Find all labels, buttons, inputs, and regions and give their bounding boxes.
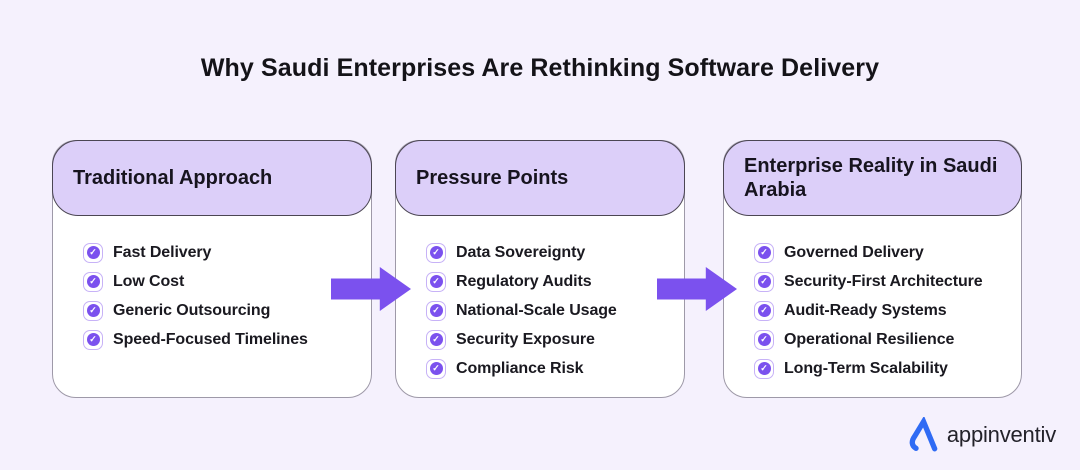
list-item: ✓ Fast Delivery	[83, 238, 365, 267]
check-glyph: ✓	[429, 333, 443, 346]
list-item-label: Low Cost	[113, 272, 185, 290]
list-item: ✓ Security Exposure	[426, 325, 678, 354]
appinventiv-logo: appinventiv	[908, 414, 1056, 456]
check-icon: ✓	[83, 242, 103, 263]
list-item: ✓ Speed-Focused Timelines	[83, 325, 365, 354]
list-item-label: Generic Outsourcing	[113, 301, 271, 319]
check-glyph: ✓	[757, 246, 771, 259]
list-item-label: Compliance Risk	[456, 359, 584, 377]
check-icon: ✓	[83, 271, 103, 292]
list-item: ✓ Operational Resilience	[754, 325, 1015, 354]
list-item: ✓ Compliance Risk	[426, 354, 678, 383]
list-item-label: Security-First Architecture	[784, 272, 983, 290]
check-glyph: ✓	[757, 275, 771, 288]
check-glyph: ✓	[757, 362, 771, 375]
check-glyph: ✓	[429, 362, 443, 375]
card-list: ✓ Governed Delivery ✓ Security-First Arc…	[754, 238, 1015, 383]
list-item: ✓ Security-First Architecture	[754, 267, 1015, 296]
check-icon: ✓	[426, 329, 446, 350]
list-item-label: Fast Delivery	[113, 243, 212, 261]
list-item: ✓ Generic Outsourcing	[83, 296, 365, 325]
card-title: Enterprise Reality in Saudi Arabia	[744, 154, 998, 201]
card-list: ✓ Data Sovereignty ✓ Regulatory Audits ✓…	[426, 238, 678, 383]
list-item: ✓ Regulatory Audits	[426, 267, 678, 296]
check-glyph: ✓	[86, 333, 100, 346]
list-item: ✓ Low Cost	[83, 267, 365, 296]
appinventiv-logo-mark-icon	[909, 417, 938, 452]
card-traditional-approach: Traditional Approach ✓ Fast Delivery ✓ L…	[52, 140, 372, 398]
check-icon: ✓	[754, 271, 774, 292]
list-item: ✓ Audit-Ready Systems	[754, 296, 1015, 325]
page-title: Why Saudi Enterprises Are Rethinking Sof…	[200, 54, 880, 82]
list-item-label: Governed Delivery	[784, 243, 924, 261]
list-item-label: Data Sovereignty	[456, 243, 586, 261]
list-item: ✓ Long-Term Scalability	[754, 354, 1015, 383]
check-glyph: ✓	[429, 304, 443, 317]
card-title: Pressure Points	[416, 166, 569, 189]
check-icon: ✓	[426, 242, 446, 263]
check-glyph: ✓	[429, 246, 443, 259]
check-glyph: ✓	[86, 275, 100, 288]
check-icon: ✓	[426, 358, 446, 379]
list-item-label: Speed-Focused Timelines	[113, 330, 308, 348]
list-item-label: National-Scale Usage	[456, 301, 617, 319]
check-glyph: ✓	[86, 246, 100, 259]
card-list: ✓ Fast Delivery ✓ Low Cost ✓ Generic Out…	[83, 238, 365, 354]
card-header: Pressure Points	[395, 140, 685, 216]
list-item-label: Long-Term Scalability	[784, 359, 948, 377]
check-icon: ✓	[426, 271, 446, 292]
appinventiv-logo-text: appinventiv	[946, 422, 1056, 447]
check-glyph: ✓	[86, 304, 100, 317]
card-title: Traditional Approach	[73, 166, 273, 189]
check-icon: ✓	[83, 329, 103, 350]
card-enterprise-reality: Enterprise Reality in Saudi Arabia ✓ Gov…	[723, 140, 1022, 398]
card-header: Traditional Approach	[52, 140, 372, 216]
card-pressure-points: Pressure Points ✓ Data Sovereignty ✓ Reg…	[395, 140, 685, 398]
card-header: Enterprise Reality in Saudi Arabia	[723, 140, 1022, 216]
list-item-label: Security Exposure	[456, 330, 595, 348]
list-item: ✓ Governed Delivery	[754, 238, 1015, 267]
list-item-label: Operational Resilience	[784, 330, 955, 348]
list-item: ✓ Data Sovereignty	[426, 238, 678, 267]
list-item-label: Audit-Ready Systems	[784, 301, 947, 319]
check-icon: ✓	[754, 358, 774, 379]
check-icon: ✓	[754, 300, 774, 321]
check-glyph: ✓	[757, 333, 771, 346]
check-glyph: ✓	[757, 304, 771, 317]
list-item-label: Regulatory Audits	[456, 272, 592, 290]
check-icon: ✓	[426, 300, 446, 321]
check-icon: ✓	[754, 242, 774, 263]
list-item: ✓ National-Scale Usage	[426, 296, 678, 325]
check-glyph: ✓	[429, 275, 443, 288]
check-icon: ✓	[754, 329, 774, 350]
check-icon: ✓	[83, 300, 103, 321]
